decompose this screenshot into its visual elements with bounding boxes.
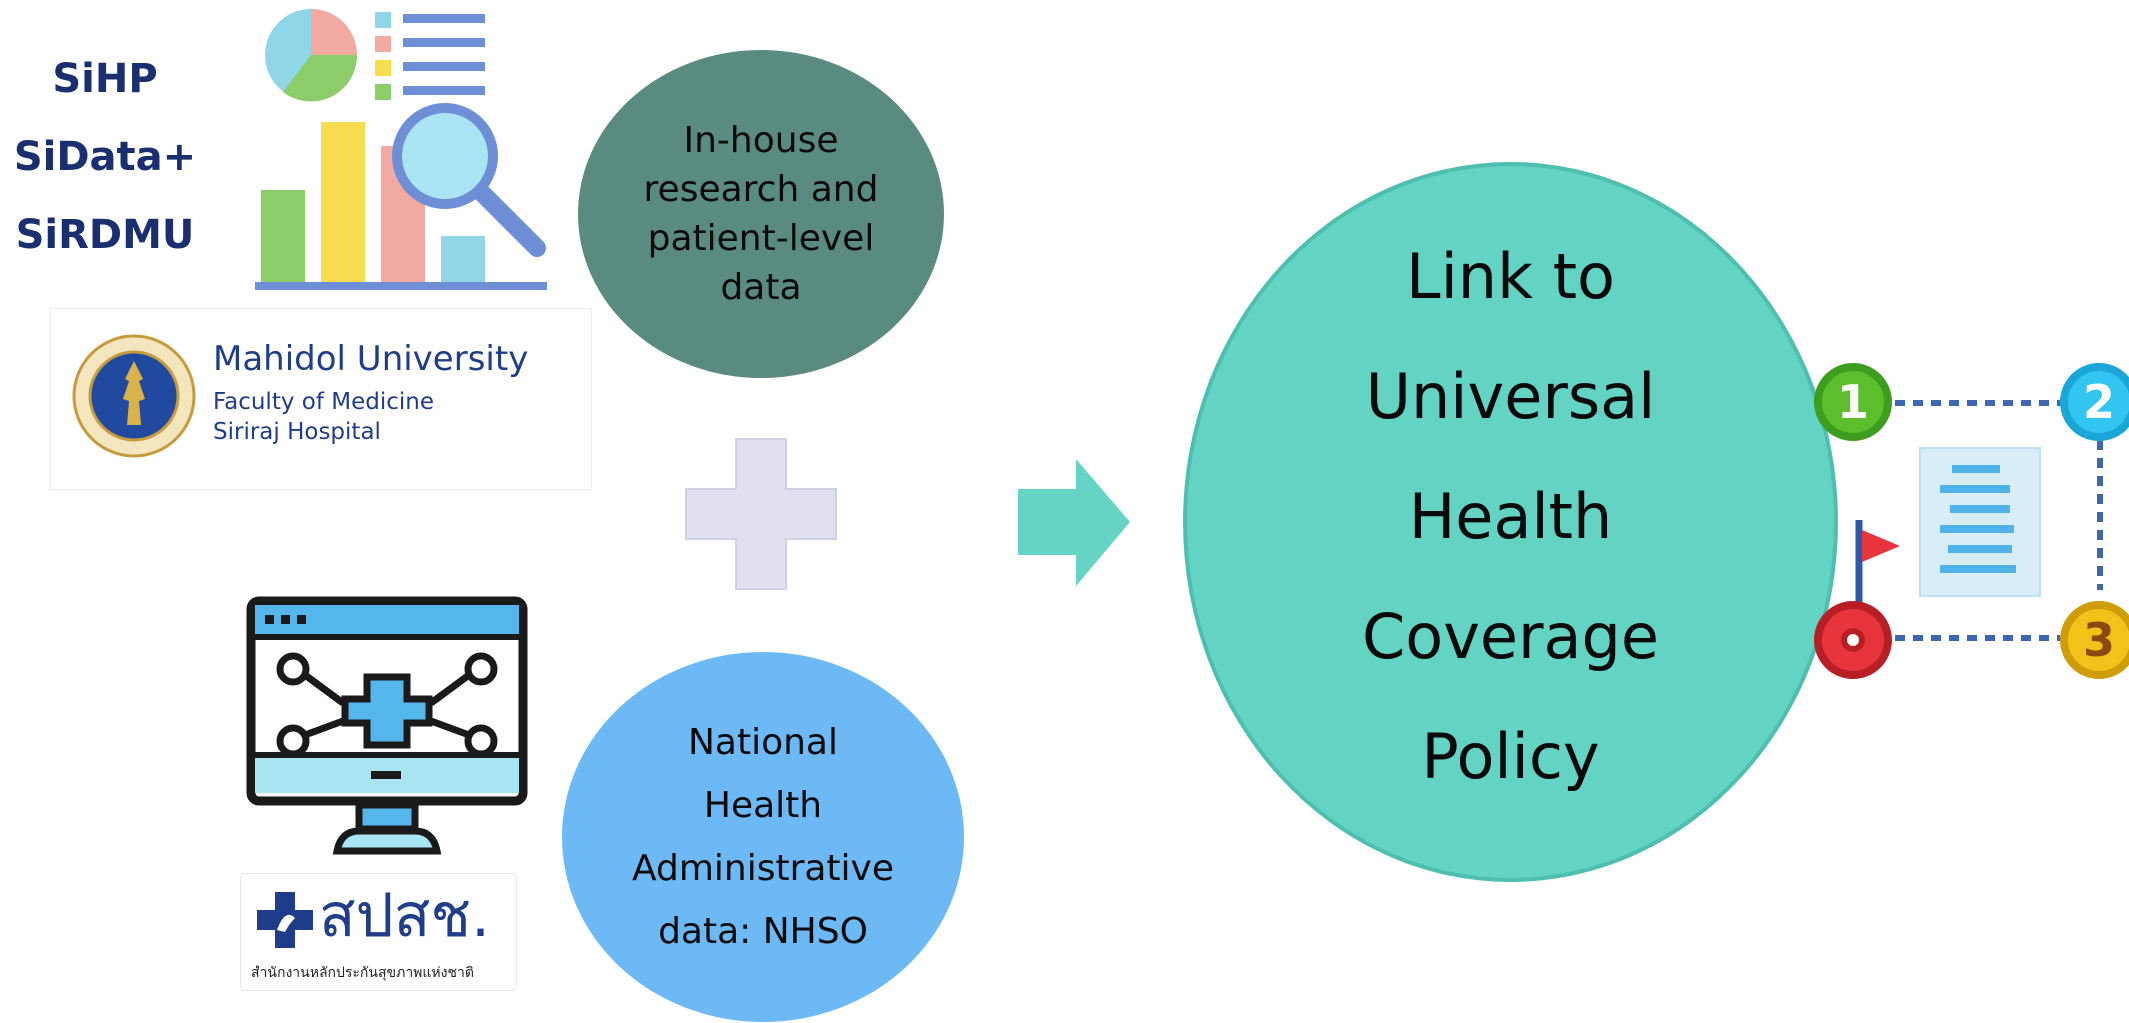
acronym-sidata: SiData+ xyxy=(13,134,197,180)
step-1-badge: 1 xyxy=(1814,363,1892,441)
inhouse-data-text: In-house research and patient-level data xyxy=(643,120,879,308)
plus-icon xyxy=(685,438,837,590)
mahidol-seal-icon xyxy=(72,334,196,458)
inhouse-data-circle: In-house research and patient-level data xyxy=(578,50,944,378)
magnifier-icon xyxy=(392,103,546,257)
nhso-cross-icon xyxy=(257,892,313,948)
hospital-name: Siriraj Hospital xyxy=(213,419,381,445)
right-arrow-icon xyxy=(1018,459,1130,586)
policy-text: Link to Universal Health Coverage Policy xyxy=(1361,240,1660,793)
step-2-badge: 2 xyxy=(2060,363,2129,441)
analytics-chart-icon xyxy=(255,9,547,290)
roadmap-icon xyxy=(1855,400,2103,641)
mahidol-logo-card: Mahidol University Faculty of Medicine S… xyxy=(50,308,592,490)
step-3-badge: 3 xyxy=(2060,601,2129,679)
nhso-logo-text: สปสช. xyxy=(319,881,491,951)
mahidol-university-name: Mahidol University xyxy=(213,339,529,379)
nhso-logo-card: สปสช. สำนักงานหลักประกันสุขภาพแห่งชาติ xyxy=(240,873,517,991)
acronym-sihp: SiHP xyxy=(52,56,158,102)
faculty-name: Faculty of Medicine xyxy=(213,389,434,415)
nhso-subtitle: สำนักงานหลักประกันสุขภาพแห่งชาติ xyxy=(251,965,474,981)
national-data-text: National Health Administrative data: NHS… xyxy=(631,722,895,952)
medical-monitor-icon xyxy=(246,596,528,855)
flag-base-marker xyxy=(1814,601,1892,679)
acronym-sirdmu: SiRDMU xyxy=(15,212,195,258)
policy-circle: Link to Universal Health Coverage Policy xyxy=(1183,162,1838,882)
national-data-circle: National Health Administrative data: NHS… xyxy=(562,652,964,1022)
